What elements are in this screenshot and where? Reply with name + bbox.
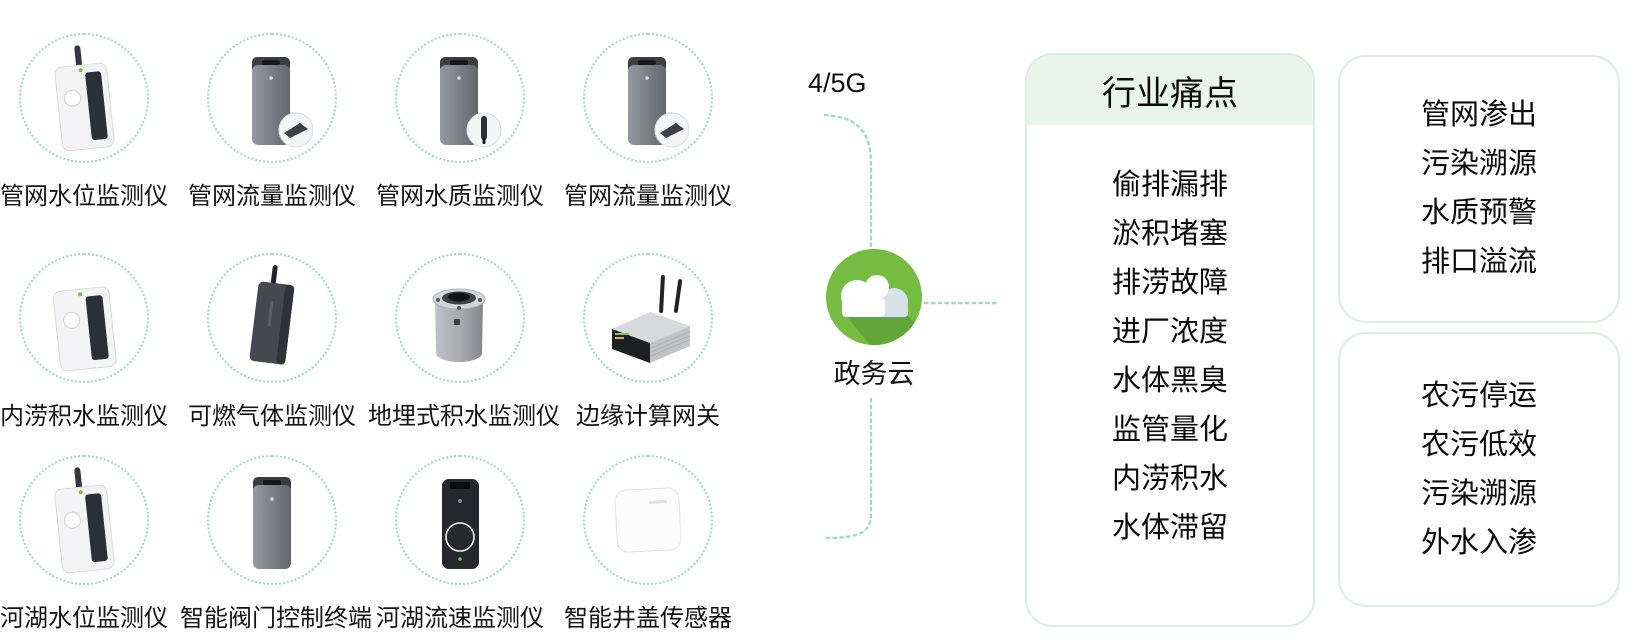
device-manhole-sensor: 智能井盖传感器 xyxy=(556,455,740,633)
dotted-ring xyxy=(207,455,337,585)
pain-point-item: 水体滞留 xyxy=(1111,512,1228,544)
issue-item: 污染溯源 xyxy=(1420,477,1537,510)
flow-velocity-monitor-icon xyxy=(442,479,479,569)
issue-item: 水质预警 xyxy=(1420,197,1537,229)
pain-points-panel: 行业痛点 偷排漏排 淤积堵塞 排涝故障 进厂浓度 水体黑臭 监管量化 内涝积水 … xyxy=(1025,53,1315,627)
edge-gateway-icon xyxy=(612,275,690,363)
dotted-ring xyxy=(207,33,337,163)
device-river-level: 河湖水位监测仪 xyxy=(0,455,176,633)
manhole-cover-sensor-icon xyxy=(614,487,682,553)
device-label: 地埋式积水监测仪 xyxy=(368,403,560,430)
water-level-monitor-icon xyxy=(54,45,115,152)
device-label: 智能井盖传感器 xyxy=(564,605,732,632)
waterlogging-monitor-icon xyxy=(52,286,117,372)
dotted-ring xyxy=(583,253,713,383)
river-level-monitor-icon xyxy=(54,467,115,574)
dotted-connector-top xyxy=(823,113,873,252)
issue-item: 管网渗出 xyxy=(1420,99,1537,131)
dotted-ring xyxy=(583,455,713,585)
dotted-ring xyxy=(207,253,337,383)
dotted-ring xyxy=(395,253,525,383)
device-label: 内涝积水监测仪 xyxy=(0,403,168,430)
pipe-flow-monitor-icon xyxy=(252,57,314,148)
pain-points-title: 行业痛点 xyxy=(1027,55,1313,125)
dotted-ring xyxy=(19,253,149,383)
valve-control-terminal-icon xyxy=(253,477,291,569)
rural-sewage-issues-panel: 农污停运 农污低效 污染溯源 外水入渗 xyxy=(1338,332,1620,607)
device-label: 管网水质监测仪 xyxy=(376,183,544,210)
dotted-ring xyxy=(19,455,149,585)
dotted-connector-bottom xyxy=(824,397,873,540)
device-label: 管网水位监测仪 xyxy=(0,183,168,210)
issue-item: 外水入渗 xyxy=(1420,526,1537,559)
device-buried-water: 地埋式积水监测仪 xyxy=(368,253,560,431)
pain-point-item: 排涝故障 xyxy=(1111,267,1228,299)
device-label: 管网流量监测仪 xyxy=(188,183,356,210)
device-label: 边缘计算网关 xyxy=(576,403,720,430)
device-label: 河湖流速监测仪 xyxy=(376,605,544,632)
device-edge-gateway: 边缘计算网关 xyxy=(556,253,740,431)
pain-point-item: 淤积堵塞 xyxy=(1111,218,1228,250)
device-pipe-flow-2: 管网流量监测仪 xyxy=(556,33,740,211)
device-water-quality: 管网水质监测仪 xyxy=(368,33,552,211)
dotted-ring xyxy=(395,33,525,163)
device-waterlogging: 内涝积水监测仪 xyxy=(0,253,176,431)
device-label: 河湖水位监测仪 xyxy=(0,605,168,632)
pipe-network-issues-list: 管网渗出 污染溯源 水质预警 排口溢流 xyxy=(1340,91,1618,287)
pipe-flow-monitor-icon xyxy=(628,57,690,148)
device-label: 管网流量监测仪 xyxy=(564,183,732,210)
rural-sewage-issues-list: 农污停运 农污低效 污染溯源 外水入渗 xyxy=(1340,372,1618,568)
network-4-5g-label: 4/5G xyxy=(808,68,867,98)
pain-point-item: 监管量化 xyxy=(1111,414,1228,446)
gas-monitor-icon xyxy=(249,264,295,365)
pipe-network-issues-panel: 管网渗出 污染溯源 水质预警 排口溢流 xyxy=(1338,55,1620,323)
dotted-ring xyxy=(583,33,713,163)
water-quality-monitor-icon xyxy=(440,57,502,148)
pain-point-item: 水体黑臭 xyxy=(1111,365,1228,397)
device-flow-velocity: 河湖流速监测仪 xyxy=(368,455,552,633)
cloud-label: 政务云 xyxy=(833,359,915,389)
issue-item: 污染溯源 xyxy=(1420,148,1537,180)
device-valve-terminal: 智能阀门控制终端 xyxy=(180,455,372,633)
buried-water-monitor-icon xyxy=(432,288,486,362)
device-label: 可燃气体监测仪 xyxy=(188,403,356,430)
device-pipe-flow-1: 管网流量监测仪 xyxy=(180,33,364,211)
issue-item: 农污停运 xyxy=(1420,379,1537,412)
device-label: 智能阀门控制终端 xyxy=(180,605,372,632)
dotted-ring xyxy=(19,33,149,163)
dotted-ring xyxy=(395,455,525,585)
device-pipe-water-level: 管网水位监测仪 xyxy=(0,33,176,211)
pain-point-item: 进厂浓度 xyxy=(1111,316,1228,348)
issue-item: 排口溢流 xyxy=(1420,246,1537,278)
pain-point-item: 偷排漏排 xyxy=(1111,169,1228,201)
pain-point-item: 内涝积水 xyxy=(1111,463,1228,495)
device-gas: 可燃气体监测仪 xyxy=(180,253,364,431)
issue-item: 农污低效 xyxy=(1420,428,1537,461)
pain-points-list: 偷排漏排 淤积堵塞 排涝故障 进厂浓度 水体黑臭 监管量化 内涝积水 水体滞留 xyxy=(1027,125,1313,553)
